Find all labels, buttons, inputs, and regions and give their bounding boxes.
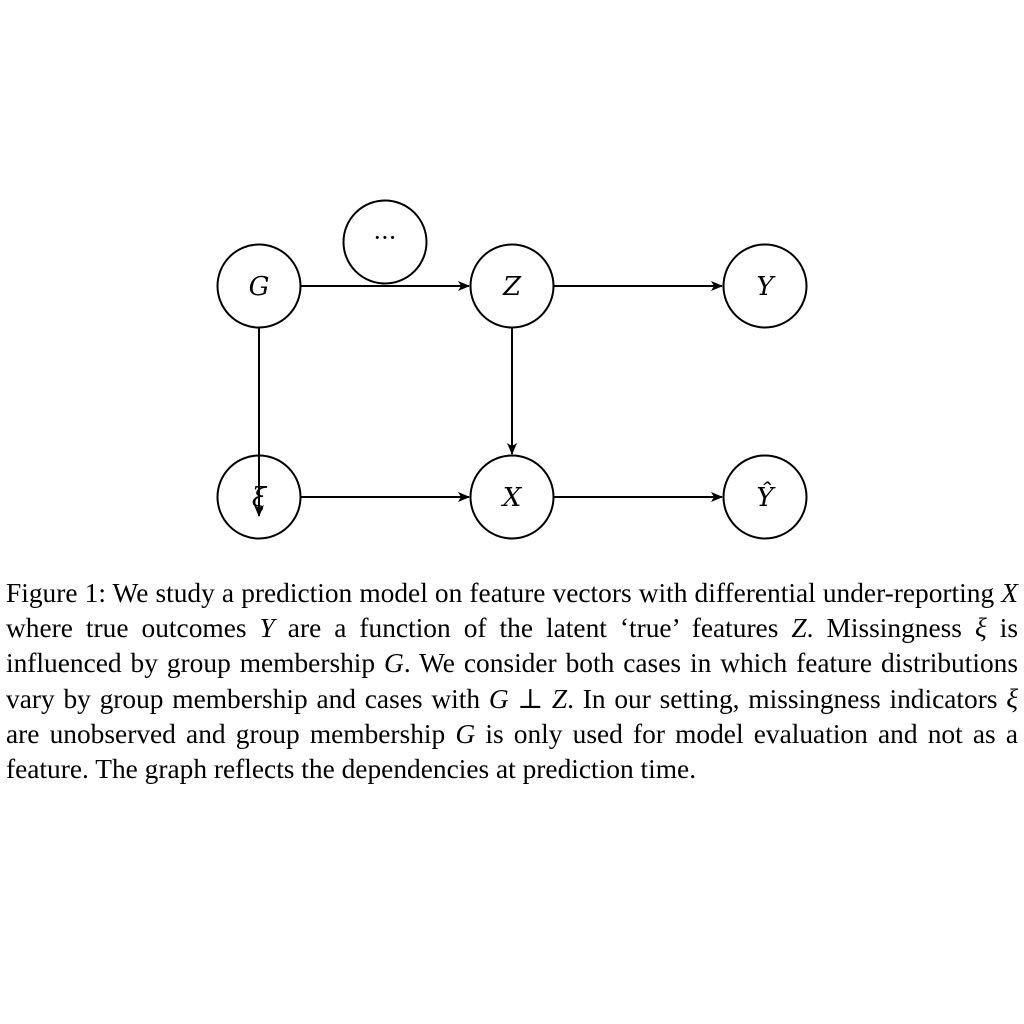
caption-text: are a function of the latent ‘true’ feat… (274, 613, 792, 644)
node-z: Z (469, 243, 555, 329)
caption-text: We study a prediction model on feature v… (105, 578, 1002, 608)
caption-text: are unobserved and group membership (6, 718, 456, 749)
node-x: X (469, 454, 555, 540)
node-y: Y (722, 243, 808, 329)
caption-math-z: Z (791, 613, 807, 644)
caption-text: . We consider both cases in which featur… (6, 648, 1018, 714)
svg-text:Y: Y (756, 272, 776, 302)
caption-text: is only used for model evaluation and no… (6, 718, 1019, 785)
svg-text:Z: Z (502, 272, 522, 302)
figure-caption: Figure 1: We study a prediction model on… (6, 576, 1018, 787)
caption-text: . In our setting, missingness indicators (567, 683, 1007, 714)
caption-math-g: G (455, 718, 476, 749)
node-g: G (216, 243, 302, 329)
caption-math-perp: ⊥ (508, 683, 552, 714)
caption-text: is influenced by group membership (6, 613, 1019, 679)
svg-text:···: ··· (374, 224, 397, 252)
caption-math-xi: ξ (974, 613, 987, 644)
svg-text:X: X (501, 483, 523, 513)
caption-text: where true outcomes (6, 613, 260, 644)
caption-math-y: Y (259, 613, 275, 644)
caption-math-x: X (1001, 578, 1018, 608)
caption-math-xi: ξ (1006, 683, 1018, 714)
causal-graph: G ··· Z Y ξ X Ŷ (216, 199, 808, 540)
caption-label: Figure 1: (6, 578, 106, 608)
caption-math-g: G (488, 683, 509, 714)
caption-math-z: Z (551, 683, 568, 714)
svg-text:Ŷ: Ŷ (756, 481, 776, 513)
node-dots: ··· (342, 199, 428, 285)
caption-math-g: G (384, 648, 404, 679)
caption-text: . Missingness (806, 613, 975, 644)
node-yhat: Ŷ (722, 454, 808, 540)
svg-text:G: G (249, 272, 270, 302)
